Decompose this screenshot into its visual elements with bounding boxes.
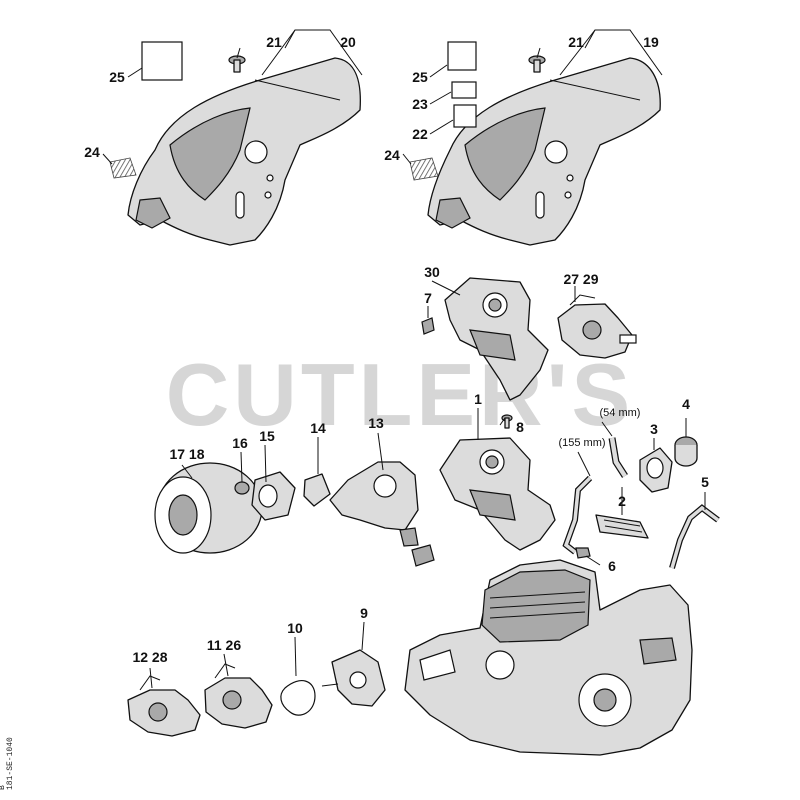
part-16-nut [234,481,250,495]
label-25b [447,41,477,71]
part-10-gasket [280,680,316,716]
part-4-cap [674,436,698,467]
part-7-clip [421,317,435,335]
part-15-elbow [251,471,296,521]
label-25a [141,41,183,81]
drawing-code-text: 181-SE-1040 [6,737,15,790]
screw-21a [228,55,246,73]
callout-7: 7 [424,290,432,306]
drawing-code: 181-SE-1040 B [0,737,15,790]
screw-21b [528,55,546,73]
leader-lines [102,29,706,689]
callout-17-18: 17 18 [169,446,204,462]
callout-13: 13 [368,415,384,431]
callout-10: 10 [287,620,303,636]
callout-3: 3 [650,421,658,437]
callout-12-28: 12 28 [132,649,167,665]
label-22 [453,104,477,128]
part-5-hose [669,504,720,569]
decal-24a [109,157,137,179]
hose-155mm [562,475,593,555]
callout-15: 15 [259,428,275,444]
watermark: CUTLER'S [166,345,634,444]
callout-9: 9 [360,605,368,621]
part-1-housing [439,437,556,551]
part-6-fitting [575,547,591,559]
part-3-manifold [639,447,673,493]
callout-5: 5 [701,474,709,490]
engine-block [404,559,693,756]
callout-2: 2 [618,493,626,509]
callout-16: 16 [232,435,248,451]
label-23 [451,81,477,99]
part-13-baffle [329,461,435,567]
callout-11-26: 11 26 [207,637,241,653]
dimension-54mm: (54 mm) [600,407,641,419]
callout-23: 23 [412,96,428,112]
callout-20: 20 [340,34,356,50]
callout-labels: 25 21 20 24 25 21 19 23 22 24 30 27 29 7… [84,34,709,665]
part-2-filter [595,514,649,539]
callout-25b: 25 [412,69,428,85]
part-27-29-carburetor [557,294,637,359]
callout-14: 14 [310,420,326,436]
decal-24b [409,157,439,181]
part-9-manifold [321,649,386,707]
callout-8: 8 [516,419,524,435]
callout-19: 19 [643,34,659,50]
callout-25a: 25 [109,69,125,85]
dimension-155mm: (155 mm) [558,437,605,449]
callout-6: 6 [608,558,616,574]
callout-22: 22 [412,126,428,142]
callout-4: 4 [682,396,690,412]
part-11-26-carburetor [204,663,273,729]
callout-1: 1 [474,391,482,407]
shroud-19 [427,57,661,246]
part-14-gasket [303,473,331,507]
part-30-housing [444,277,549,401]
part-12-28-carburetor [127,675,201,737]
callout-30: 30 [424,264,440,280]
callout-27-29: 27 29 [563,271,598,287]
shroud-20 [127,57,361,246]
part-17-18-air-filter [154,462,263,554]
callout-21b: 21 [568,34,584,50]
callout-24a: 24 [84,144,100,160]
callout-24b: 24 [384,147,400,163]
hose-54mm [608,437,628,478]
drawing-code-suffix: B [0,785,7,790]
callout-21a: 21 [266,34,282,50]
